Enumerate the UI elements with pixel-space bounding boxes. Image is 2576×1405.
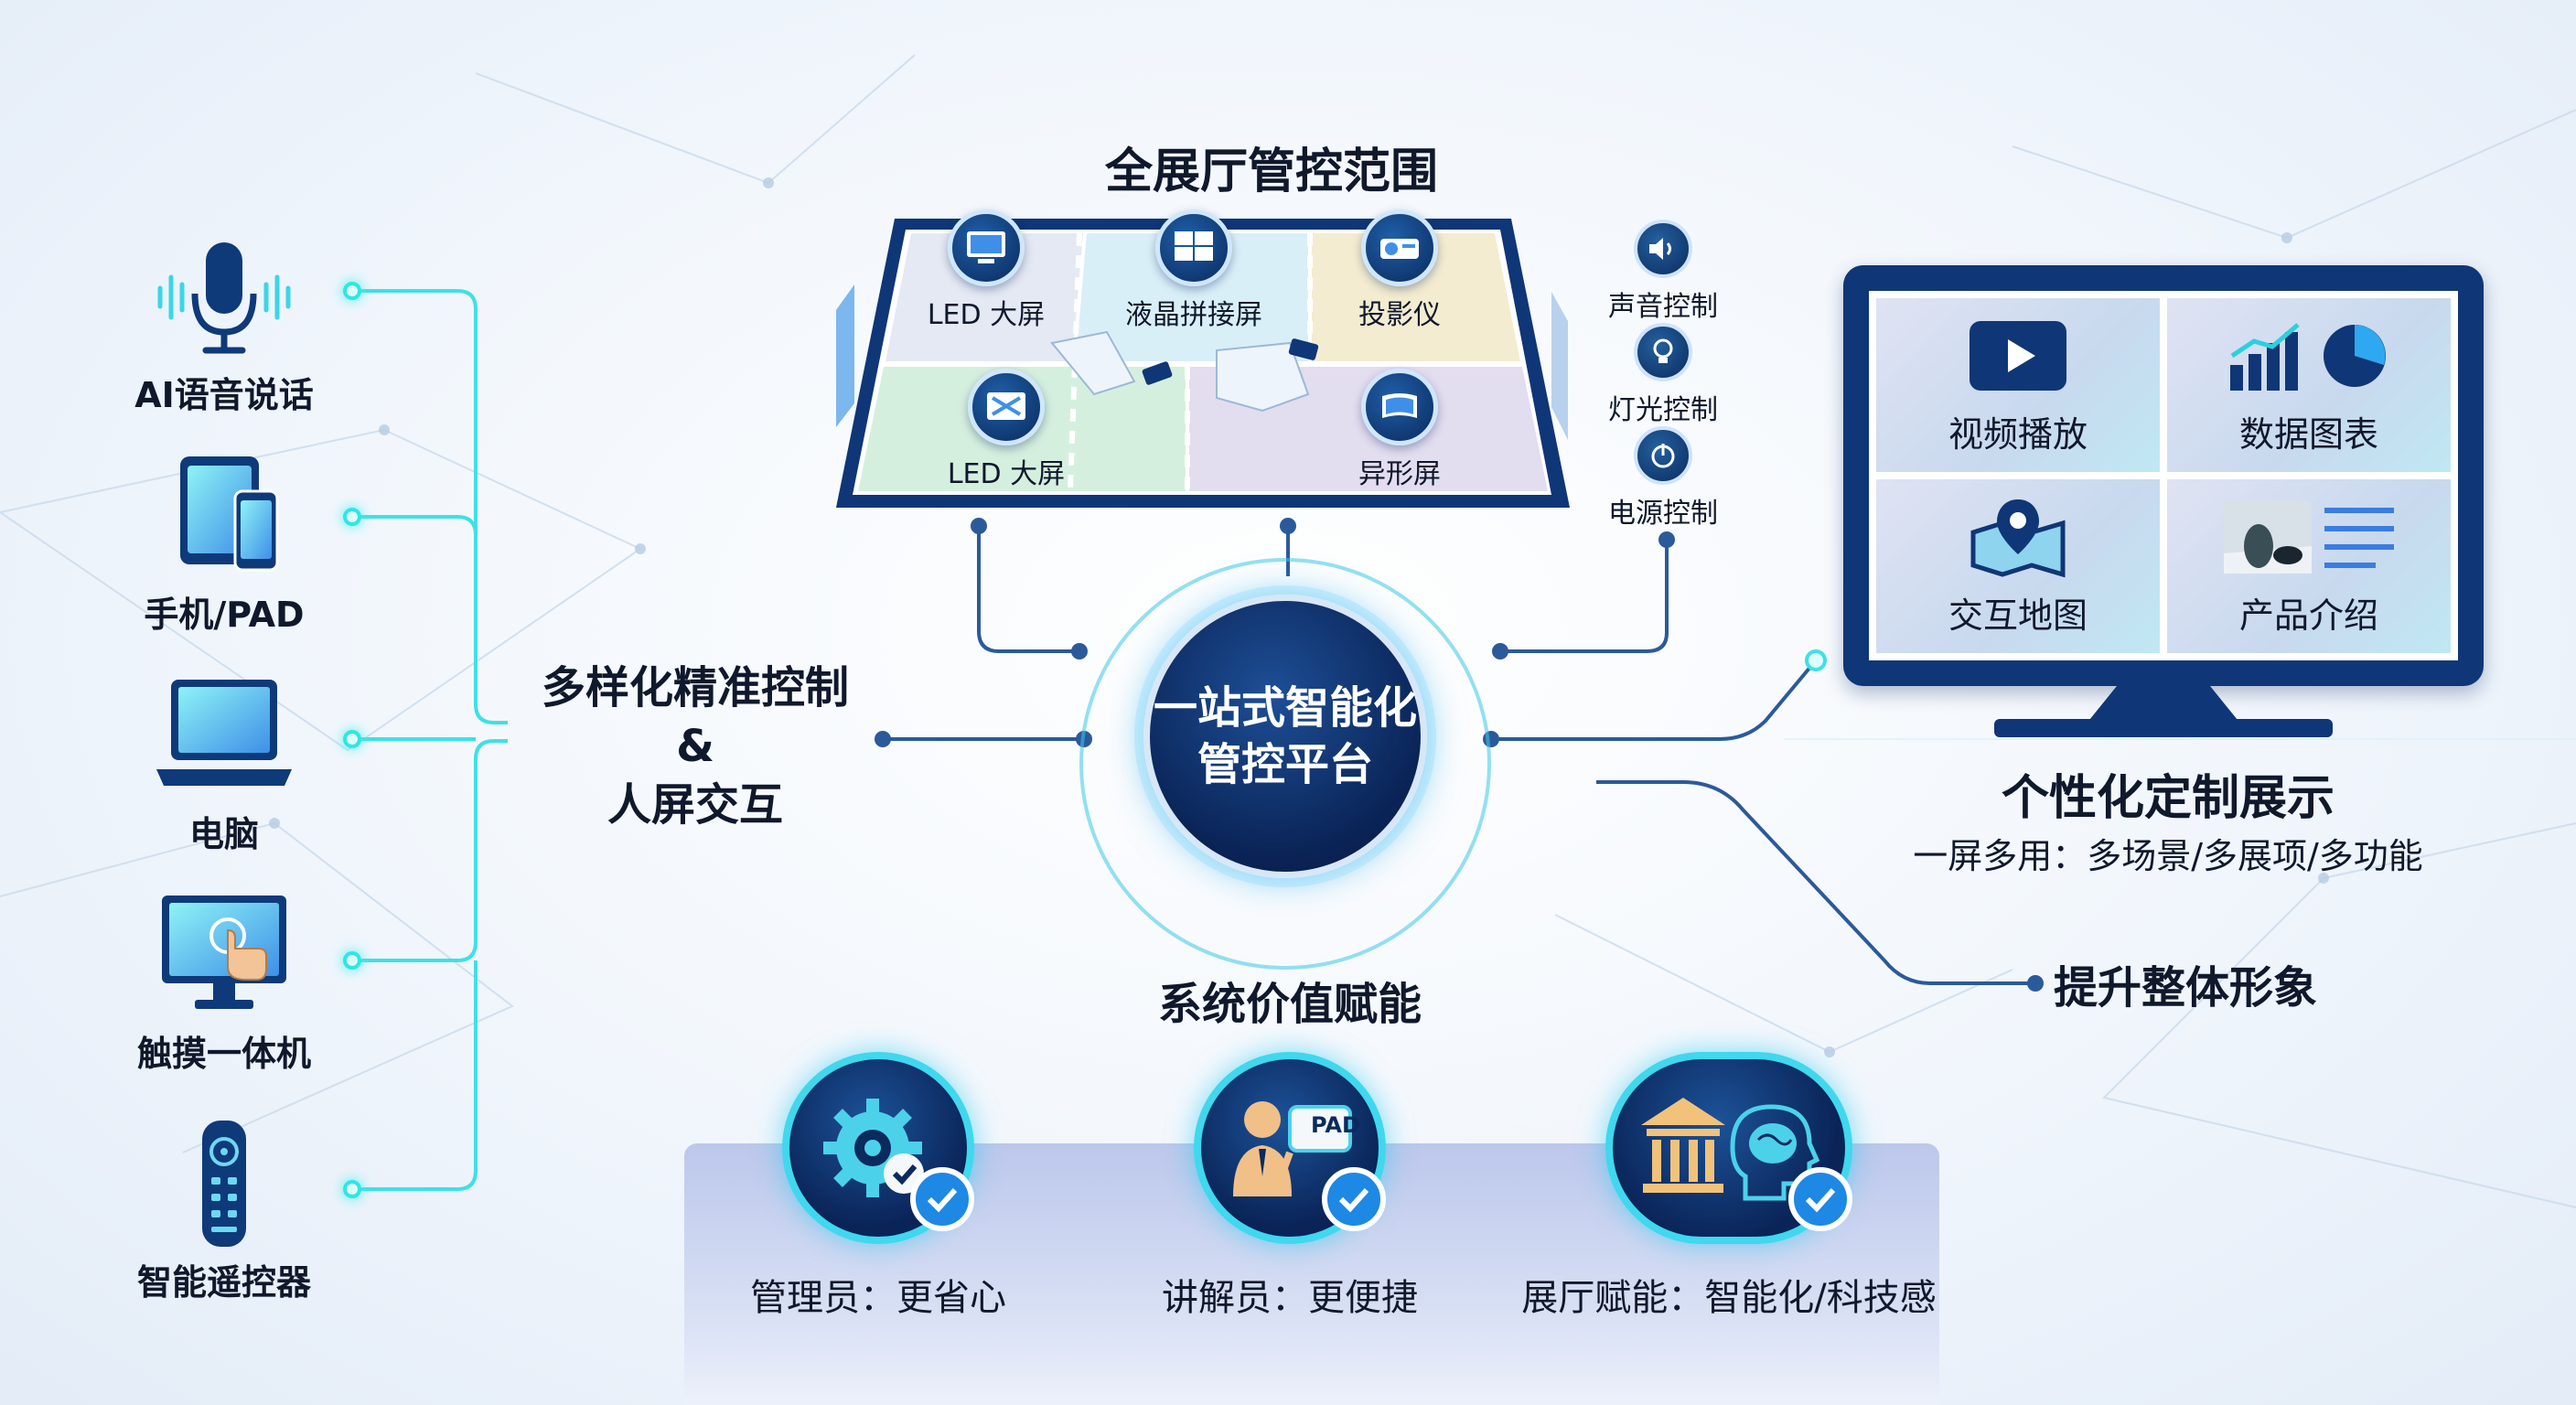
power-icon [1634, 426, 1692, 485]
device-label: 触摸一体机 [136, 1034, 311, 1074]
connector-node [343, 1180, 361, 1198]
zone-label: LED 大屏 [927, 299, 1046, 331]
control-sound[interactable]: 声音控制 [1572, 220, 1755, 324]
projector-icon [1361, 209, 1438, 286]
hub-title-line1: 一站式智能化 [1153, 682, 1417, 734]
hub-title-line2: 管控平台 [1197, 739, 1373, 790]
check-icon [1788, 1167, 1852, 1231]
device-label: AI语音说话 [134, 375, 314, 415]
laptop-icon [151, 672, 297, 800]
video-play-icon [1968, 315, 2068, 397]
splice-screen-icon [1155, 209, 1232, 286]
remote-control-icon [151, 1121, 297, 1249]
led-wall-icon [968, 369, 1045, 445]
hall-floor-plan: LED 大屏 液晶拼接屏 投影仪 LED 大屏 异形屏 [832, 209, 1573, 517]
connector-node [343, 282, 361, 300]
zone-label: 异形屏 [1358, 458, 1441, 490]
value-guide[interactable]: PAD 讲解员：更便捷 [1125, 1052, 1454, 1321]
curved-screen-icon [1361, 369, 1438, 445]
cell-data-chart[interactable]: 数据图表 [2167, 298, 2451, 472]
check-icon [910, 1167, 974, 1231]
touch-screen-icon [151, 892, 297, 1020]
value-label: 管理员：更省心 [750, 1277, 1006, 1319]
value-title: 系统价值赋能 [1157, 979, 1422, 1030]
hub-platform[interactable]: 一站式智能化 管控平台 [1143, 595, 1427, 878]
connector-node [343, 730, 361, 748]
gear-check-icon [782, 1052, 974, 1244]
zone-label: 投影仪 [1358, 299, 1441, 331]
value-hall[interactable]: 展厅赋能：智能化/科技感 [1491, 1052, 1967, 1321]
led-screen-icon [948, 209, 1025, 286]
cell-interactive-map[interactable]: 交互地图 [1876, 479, 2160, 653]
device-computer[interactable]: 电脑 [96, 672, 352, 856]
value-label: 讲解员：更便捷 [1162, 1277, 1418, 1319]
product-card-icon [2222, 496, 2396, 578]
zone-label: 液晶拼接屏 [1125, 299, 1262, 331]
display-monitor: 视频播放 数据图表 交互地图 产品介绍 [1843, 265, 2484, 686]
presenter-pad-icon: PAD [1194, 1052, 1386, 1244]
value-admin[interactable]: 管理员：更省心 [714, 1052, 1043, 1321]
cell-product-intro[interactable]: 产品介绍 [2167, 479, 2451, 653]
tablet-phone-icon [151, 453, 297, 581]
hub-ring [1079, 558, 1491, 970]
device-remote[interactable]: 智能遥控器 [96, 1121, 352, 1304]
device-label: 智能遥控器 [136, 1262, 311, 1303]
connector-node [343, 508, 361, 526]
museum-brain-icon [1605, 1052, 1852, 1244]
pad-badge: PAD [1311, 1112, 1360, 1138]
map-pin-icon [1968, 496, 2068, 578]
value-label: 展厅赋能：智能化/科技感 [1521, 1277, 1937, 1319]
speaker-icon [1634, 220, 1692, 278]
connector-node [343, 951, 361, 970]
zone-label: LED 大屏 [947, 458, 1066, 490]
device-label: 手机/PAD [144, 595, 305, 635]
device-ai-voice[interactable]: AI语音说话 [96, 233, 352, 417]
device-touch-kiosk[interactable]: 触摸一体机 [96, 892, 352, 1076]
device-phone-pad[interactable]: 手机/PAD [96, 453, 352, 637]
control-power[interactable]: 电源控制 [1572, 426, 1755, 531]
interaction-label: 多样化精准控制 & 人屏交互 [541, 662, 849, 831]
cell-video[interactable]: 视频播放 [1876, 298, 2160, 472]
data-chart-icon [2227, 315, 2391, 397]
monitor-base [1994, 719, 2333, 737]
display-title: 个性化定制展示 [2001, 771, 2334, 826]
monitor-screen: 视频播放 数据图表 交互地图 产品介绍 [1869, 291, 2458, 660]
device-label: 电脑 [188, 814, 259, 854]
hall-title: 全展厅管控范围 [1104, 145, 1438, 199]
check-icon [1322, 1167, 1386, 1231]
display-subtitle: 一屏多用：多场景/多展项/多功能 [1913, 836, 2423, 876]
microphone-icon [151, 233, 297, 361]
image-boost-label: 提升整体形象 [2054, 962, 2318, 1014]
lightbulb-icon [1634, 323, 1692, 381]
control-light[interactable]: 灯光控制 [1572, 323, 1755, 427]
